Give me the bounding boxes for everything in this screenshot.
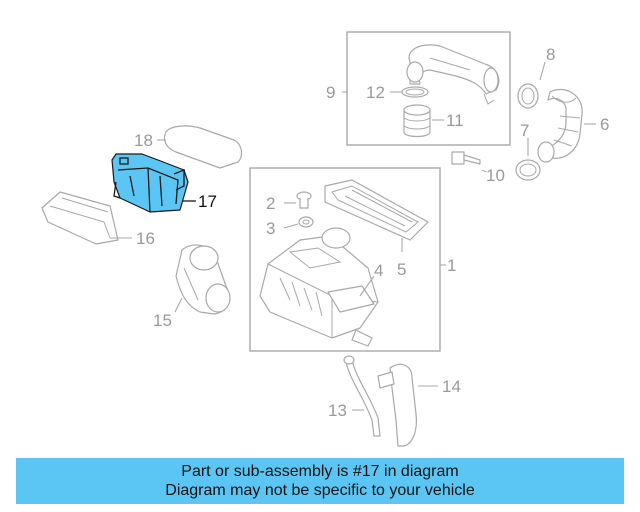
grommet-3 xyxy=(298,216,314,228)
callout-6: 6 xyxy=(600,115,609,134)
filter-cartridge-11 xyxy=(403,104,431,138)
clamp-12 xyxy=(401,86,429,98)
intake-duct-15 xyxy=(175,244,231,315)
callout-3: 3 xyxy=(266,219,275,238)
callout-4: 4 xyxy=(374,261,383,280)
cover-18 xyxy=(163,125,243,169)
intake-pipe xyxy=(406,44,500,105)
banner-line-2: Diagram may not be specific to your vehi… xyxy=(165,482,475,499)
callout-8: 8 xyxy=(546,45,555,64)
callout-18: 18 xyxy=(134,131,153,150)
pipe-14 xyxy=(377,363,417,447)
callout-15: 15 xyxy=(153,311,172,330)
callout-9: 9 xyxy=(326,83,335,102)
air-cleaner-housing xyxy=(259,227,379,347)
clamp-7 xyxy=(515,159,541,181)
air-guide-17-highlighted xyxy=(111,153,189,213)
callout-13: 13 xyxy=(328,401,347,420)
leader-lines xyxy=(110,61,596,411)
callout-labels: 1 2 3 4 5 6 7 8 9 10 11 12 13 14 15 16 1… xyxy=(134,45,609,420)
air-duct-16 xyxy=(41,191,119,245)
air-cleaner-lid-5 xyxy=(324,179,429,241)
callout-1: 1 xyxy=(447,256,456,275)
air-cleaner-group-frame xyxy=(249,167,441,352)
callout-10: 10 xyxy=(486,166,505,185)
callout-17: 17 xyxy=(198,192,217,211)
callout-16: 16 xyxy=(136,229,155,248)
callout-2: 2 xyxy=(266,194,275,213)
callout-7: 7 xyxy=(520,121,529,140)
hose-13 xyxy=(343,355,381,437)
info-banner: Part or sub-assembly is #17 in diagram D… xyxy=(16,458,624,504)
banner-line-1: Part or sub-assembly is #17 in diagram xyxy=(181,463,459,480)
clamp-8 xyxy=(517,83,539,109)
callout-14: 14 xyxy=(442,377,461,396)
bolt-10 xyxy=(451,151,481,165)
callout-12: 12 xyxy=(366,83,385,102)
intake-pipe-group-frame xyxy=(346,31,511,146)
hose-6 xyxy=(537,88,583,163)
callout-11: 11 xyxy=(446,111,464,130)
callout-5: 5 xyxy=(397,260,406,279)
bolt-2 xyxy=(296,191,312,209)
